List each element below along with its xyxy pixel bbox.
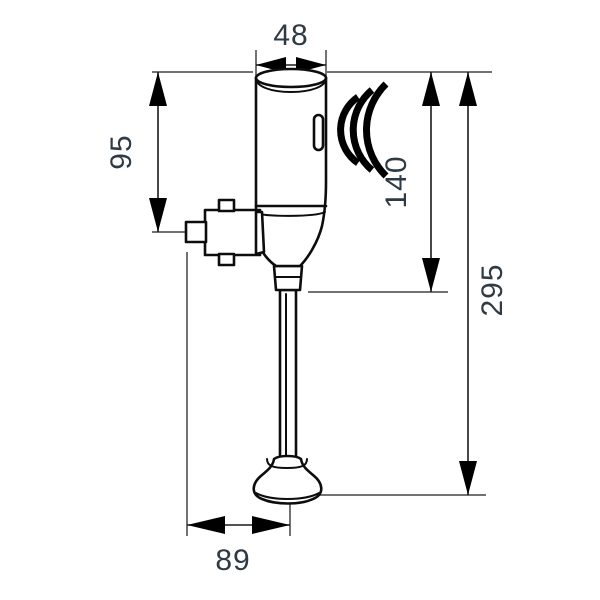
sensor-wave-arc-2 <box>349 87 375 173</box>
extension-lines <box>152 50 492 536</box>
dimension-48: 48 <box>256 19 326 73</box>
dim-label-48: 48 <box>273 19 308 52</box>
spud-flange-body <box>252 454 323 505</box>
arrow-89-right <box>252 516 290 534</box>
valve-body <box>254 67 328 268</box>
outlet-tube-body <box>278 288 298 470</box>
dim-label-295: 295 <box>476 263 509 316</box>
dimension-95: 95 <box>105 72 167 232</box>
sensor-waves <box>337 81 389 179</box>
sensor-window <box>312 113 325 152</box>
valve-top-cap <box>254 67 328 89</box>
dimension-295: 295 <box>459 72 509 495</box>
arrow-140-bottom <box>422 258 440 292</box>
arrow-95-top <box>149 72 167 106</box>
spud-flange-collar <box>266 458 308 469</box>
coupling-nut <box>272 264 304 292</box>
spud-flange-base-edge <box>255 492 320 500</box>
outlet-tube <box>278 288 298 470</box>
inlet-nipple <box>184 220 208 244</box>
dimension-89: 89 <box>187 516 290 577</box>
arrow-95-bottom <box>149 198 167 232</box>
sensor-wave-arc-1 <box>337 94 361 166</box>
valve-body-outline <box>254 76 328 268</box>
dim-label-89: 89 <box>215 544 250 577</box>
inlet-tab-bottom <box>217 252 236 267</box>
arrow-295-bottom <box>459 461 477 495</box>
arrow-295-top <box>459 72 477 106</box>
sensor-wave-arc-3 <box>363 81 389 179</box>
spud-flange <box>252 454 323 505</box>
dimension-140: 140 <box>380 72 440 292</box>
arrow-89-left <box>187 516 225 534</box>
valve-cap-band <box>255 77 327 93</box>
arrow-140-top <box>422 72 440 106</box>
dim-label-95: 95 <box>105 134 138 169</box>
dim-label-140: 140 <box>380 155 413 208</box>
inlet-box-body <box>203 208 262 257</box>
inlet-shoulder <box>254 210 266 256</box>
product-drawing <box>184 67 389 505</box>
inlet-block <box>184 198 266 267</box>
inlet-tab-top <box>217 198 236 213</box>
